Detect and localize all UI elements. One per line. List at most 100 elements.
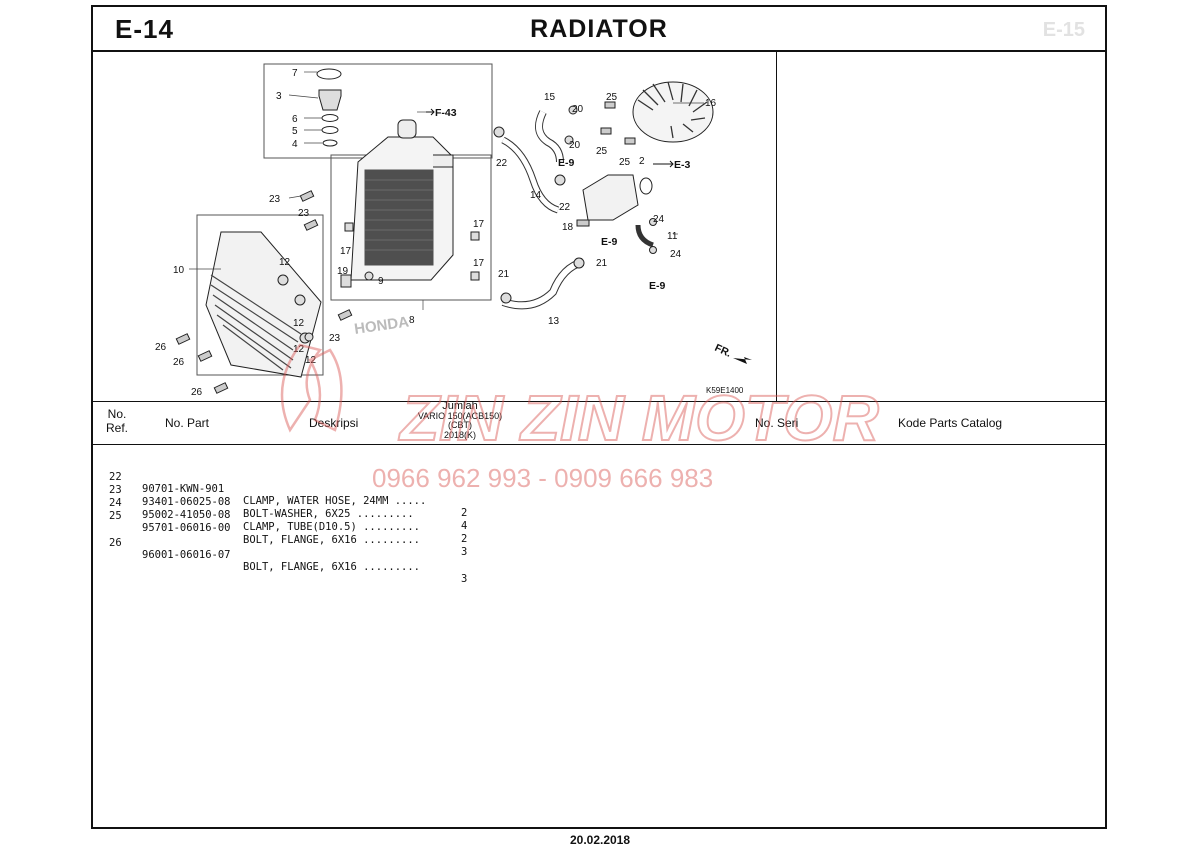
ref-e9: E-9 bbox=[558, 157, 575, 169]
ref-e3: E-3 bbox=[674, 159, 691, 171]
col-desc-header: Deskripsi bbox=[309, 416, 359, 430]
table-row: 22 90701-KWN-901 CLAMP, WATER HOSE, 24MM… bbox=[93, 459, 1105, 519]
washer-4 bbox=[322, 139, 338, 147]
bolt-26 bbox=[197, 350, 213, 362]
clamp-21 bbox=[573, 257, 585, 269]
row-description: CLAMP, TUBE(D10.5) ......... bbox=[243, 521, 421, 533]
callout-5: 5 bbox=[292, 126, 298, 137]
grommet-12 bbox=[304, 332, 314, 342]
row-ref: 22 bbox=[109, 471, 122, 483]
o-ring-2 bbox=[639, 177, 653, 195]
row-description: BOLT, FLANGE, 6X16 ......... bbox=[243, 561, 421, 573]
callout-17: 17 bbox=[473, 219, 485, 230]
bolt-25 bbox=[600, 127, 612, 135]
row-description: BOLT-WASHER, 6X25 ......... bbox=[243, 508, 414, 520]
callout-18: 18 bbox=[562, 222, 574, 233]
callout-14: 14 bbox=[530, 190, 542, 201]
hose-14-inner bbox=[501, 137, 559, 213]
callout-22: 22 bbox=[559, 202, 571, 213]
callout-9: 9 bbox=[378, 276, 384, 287]
callout-12: 12 bbox=[279, 257, 291, 268]
radiator-shroud-10 bbox=[205, 231, 322, 378]
model-year: 2018(K) bbox=[443, 429, 477, 440]
row-quantity: 2 bbox=[461, 507, 468, 519]
cap-seal-7 bbox=[316, 68, 342, 80]
bolt-25 bbox=[624, 137, 636, 145]
callout-24: 24 bbox=[653, 214, 665, 225]
table-row: 25 95701-06016-00 BOLT, FLANGE, 6X16 ...… bbox=[93, 498, 1105, 558]
callout-11: 11 bbox=[667, 231, 678, 242]
clip-20 bbox=[564, 135, 574, 145]
footer-date: 20.02.2018 bbox=[569, 833, 631, 847]
row-part-number: 95002-41050-08 bbox=[142, 509, 231, 521]
washer-9 bbox=[364, 271, 374, 281]
callout-12: 12 bbox=[305, 355, 317, 366]
callout-23: 23 bbox=[269, 194, 281, 205]
row-part-number: 90701-KWN-901 bbox=[142, 483, 225, 495]
callout-21: 21 bbox=[498, 269, 510, 280]
diagram-labels: 7 3 6 5 4 23 23 10 12 12 12 12 26 26 26 … bbox=[155, 68, 752, 398]
ref-f43: F-43 bbox=[435, 107, 457, 119]
model-title: Jumlah bbox=[442, 400, 478, 412]
callout-12: 12 bbox=[293, 344, 305, 355]
row-quantity: 3 bbox=[461, 546, 468, 558]
ghost-page-code: E-15 bbox=[1042, 19, 1085, 41]
col-seri-header: No. Seri bbox=[755, 416, 799, 430]
page-header: E-14 RADIATOR E-15 bbox=[93, 7, 1105, 52]
row-description: BOLT, FLANGE, 6X16 ......... bbox=[243, 534, 421, 546]
col-ref-line1: No. bbox=[107, 407, 127, 421]
front-label: FR. bbox=[713, 342, 733, 360]
catalog-page: E-14 RADIATOR E-15 bbox=[91, 5, 1107, 829]
col-ref-line2: Ref. bbox=[105, 421, 128, 435]
table-row: 26 96001-06016-07 BOLT, FLANGE, 6X16 ...… bbox=[93, 525, 1105, 585]
callout-12: 12 bbox=[293, 318, 305, 329]
grommet-12 bbox=[294, 294, 306, 306]
table-row: 23 93401-06025-08 BOLT-WASHER, 6X25 ....… bbox=[93, 472, 1105, 532]
row-ref: 25 bbox=[109, 510, 122, 522]
bolt-25 bbox=[604, 101, 616, 109]
collar-17 bbox=[344, 222, 354, 232]
col-kode-header: Kode Parts Catalog bbox=[898, 416, 1003, 430]
row-ref: 24 bbox=[109, 497, 122, 509]
parts-table-header: No. Ref. No. Part Deskripsi Jumlah VARIO… bbox=[93, 401, 1105, 445]
bolt-26 bbox=[175, 333, 191, 345]
table-row: 24 95002-41050-08 CLAMP, TUBE(D10.5) ...… bbox=[93, 485, 1105, 545]
hose-15-inner bbox=[536, 110, 563, 163]
hose-13-inner bbox=[502, 259, 584, 309]
callout-15: 15 bbox=[544, 92, 556, 103]
callout-16: 16 bbox=[705, 98, 717, 109]
callout-2: 2 bbox=[639, 156, 645, 167]
callout-4: 4 bbox=[292, 139, 298, 150]
callout-23: 23 bbox=[298, 208, 310, 219]
exploded-diagram: 7 3 6 5 4 23 23 10 12 12 12 12 26 26 26 … bbox=[93, 50, 777, 401]
row-quantity: 4 bbox=[461, 520, 468, 532]
callout-24: 24 bbox=[670, 249, 682, 260]
callout-25: 25 bbox=[596, 146, 608, 157]
model-name: VARIO 150(ACB150) bbox=[417, 410, 503, 421]
ref-arrow-icon bbox=[653, 160, 674, 168]
callout-3: 3 bbox=[276, 91, 282, 102]
callout-8: 8 bbox=[409, 315, 415, 326]
radiator-cap-3 bbox=[318, 89, 342, 111]
callout-21: 21 bbox=[596, 258, 608, 269]
callout-22: 22 bbox=[496, 158, 508, 169]
ref-arrow-icon bbox=[426, 108, 435, 116]
drawing-code: K59E1400 bbox=[706, 386, 744, 395]
callout-6: 6 bbox=[292, 114, 298, 125]
tube-11 bbox=[635, 224, 654, 248]
front-arrow-icon bbox=[733, 357, 752, 364]
row-quantity: 3 bbox=[461, 573, 468, 585]
clamp-21 bbox=[500, 292, 512, 304]
bolt-18 bbox=[576, 219, 590, 227]
ref-e9: E-9 bbox=[649, 280, 666, 292]
clamp-22 bbox=[493, 126, 505, 138]
clamp-22 bbox=[554, 174, 566, 186]
callout-26: 26 bbox=[155, 342, 167, 353]
callout-26: 26 bbox=[173, 357, 185, 368]
callout-20: 20 bbox=[572, 104, 584, 115]
collar-17 bbox=[470, 231, 480, 241]
row-ref: 23 bbox=[109, 484, 122, 496]
bolt-23 bbox=[303, 219, 319, 231]
radiator-core bbox=[364, 169, 434, 266]
row-part-number: 95701-06016-00 bbox=[142, 522, 231, 534]
